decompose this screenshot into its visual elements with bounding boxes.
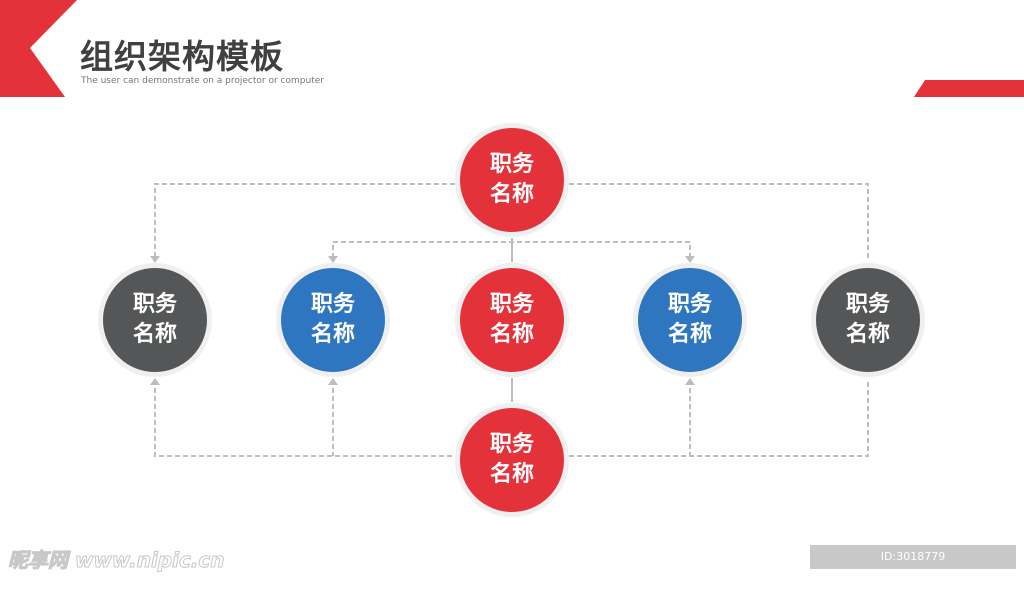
- node-label: 名称: [132, 322, 177, 347]
- node-center: 职务名称: [455, 263, 569, 377]
- page-title: 组织架构模板: [80, 37, 284, 76]
- node-label: 名称: [489, 462, 534, 487]
- node-label: 职务: [310, 292, 355, 317]
- node-far-right: 职务名称: [811, 263, 925, 377]
- node-label: 名称: [845, 322, 890, 347]
- node-bottom: 职务名称: [455, 403, 569, 517]
- node-label: 职务: [489, 292, 534, 317]
- node-label: 名称: [310, 322, 355, 347]
- watermark-logo: 昵享网 www.nipic.cn: [8, 548, 226, 573]
- node-top: 职务名称: [455, 123, 569, 237]
- node-label: 职务: [489, 152, 534, 177]
- connector-lines: [0, 0, 1024, 457]
- node-left: 职务名称: [276, 263, 390, 377]
- node-label: 职务: [845, 292, 890, 317]
- node-label: 职务: [489, 432, 534, 457]
- node-label: 名称: [489, 322, 534, 347]
- node-label: 职务: [132, 292, 177, 317]
- image-id-badge: ID:3018779 NO:20220715222416918102: [810, 545, 1016, 587]
- node-label: 名称: [489, 182, 534, 207]
- page-subtitle: The user can demonstrate on a projector …: [81, 76, 324, 86]
- node-far-left: 职务名称: [98, 263, 212, 377]
- node-right: 职务名称: [633, 263, 747, 377]
- node-label: 职务: [667, 292, 712, 317]
- right-bar-decoration: [914, 80, 1024, 97]
- node-label: 名称: [667, 322, 712, 347]
- corner-chevron-decoration: [0, 0, 77, 97]
